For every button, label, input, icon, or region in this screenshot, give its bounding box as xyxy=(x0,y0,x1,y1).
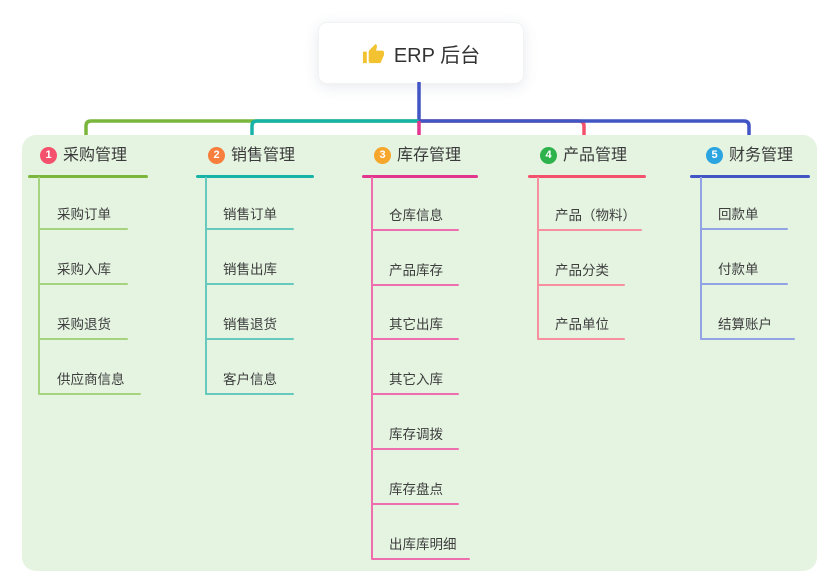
branch-underline xyxy=(28,175,148,178)
node-underline xyxy=(205,228,294,230)
branch-spine xyxy=(38,177,40,395)
mindmap-node[interactable]: 仓库信息 xyxy=(389,208,443,223)
branch-node-caigou[interactable]: 采购管理 xyxy=(63,147,128,164)
mindmap-node[interactable]: 回款单 xyxy=(718,207,759,222)
mindmap-node[interactable]: 库存调拨 xyxy=(389,427,443,442)
node-underline xyxy=(371,503,459,505)
mindmap-node[interactable]: 付款单 xyxy=(718,262,759,277)
node-underline xyxy=(38,228,128,230)
branch-badge: 1 xyxy=(40,147,57,164)
mindmap-node[interactable]: 客户信息 xyxy=(223,372,277,387)
node-underline xyxy=(371,558,470,560)
node-underline xyxy=(205,283,294,285)
branch-spine xyxy=(700,177,702,340)
node-underline xyxy=(700,283,788,285)
node-underline xyxy=(371,393,459,395)
mindmap-node[interactable]: 产品（物料） xyxy=(555,208,636,223)
branch-badge: 5 xyxy=(706,147,723,164)
mindmap-node[interactable]: 其它出库 xyxy=(389,317,443,332)
mindmap-node[interactable]: 其它入库 xyxy=(389,372,443,387)
mindmap-canvas xyxy=(22,135,817,571)
node-underline xyxy=(205,338,294,340)
branch-badge: 2 xyxy=(208,147,225,164)
node-underline xyxy=(537,284,625,286)
node-underline xyxy=(205,393,294,395)
mindmap-node[interactable]: 库存盘点 xyxy=(389,482,443,497)
node-underline xyxy=(38,283,128,285)
branch-node-caiwu[interactable]: 财务管理 xyxy=(729,147,794,164)
node-underline xyxy=(371,229,459,231)
node-underline xyxy=(537,229,642,231)
node-underline xyxy=(371,338,459,340)
mindmap-node[interactable]: 结算账户 xyxy=(718,317,772,332)
thumbs-up-icon xyxy=(362,43,384,63)
node-underline xyxy=(700,338,795,340)
branch-underline xyxy=(690,175,810,178)
branch-spine xyxy=(537,177,539,340)
branch-badge: 3 xyxy=(374,147,391,164)
mindmap-node[interactable]: 采购订单 xyxy=(57,207,111,222)
root-node-title: ERP 后台 xyxy=(393,44,481,67)
mindmap-node[interactable]: 销售订单 xyxy=(223,207,277,222)
node-underline xyxy=(38,338,128,340)
branch-underline xyxy=(528,175,646,178)
node-underline xyxy=(700,228,788,230)
mindmap-node[interactable]: 采购退货 xyxy=(57,317,111,332)
mindmap-node[interactable]: 销售出库 xyxy=(223,262,277,277)
node-underline xyxy=(371,284,459,286)
branch-spine xyxy=(371,177,373,560)
branch-badge: 4 xyxy=(540,147,557,164)
branch-underline xyxy=(362,175,478,178)
mindmap-node[interactable]: 出库库明细 xyxy=(389,537,457,552)
branch-node-kucun[interactable]: 库存管理 xyxy=(397,147,462,164)
mindmap-node[interactable]: 销售退货 xyxy=(223,317,277,332)
mindmap-node[interactable]: 产品单位 xyxy=(555,317,609,332)
mindmap-node[interactable]: 供应商信息 xyxy=(57,372,125,387)
node-underline xyxy=(537,338,625,340)
node-underline xyxy=(371,448,459,450)
root-node[interactable]: ERP 后台 xyxy=(318,22,524,84)
branch-underline xyxy=(196,175,314,178)
mindmap-node[interactable]: 产品分类 xyxy=(555,263,609,278)
node-underline xyxy=(38,393,141,395)
mindmap-node[interactable]: 采购入库 xyxy=(57,262,111,277)
branch-node-chanpin[interactable]: 产品管理 xyxy=(563,147,628,164)
mindmap-node[interactable]: 产品库存 xyxy=(389,263,443,278)
branch-node-xiaoshou[interactable]: 销售管理 xyxy=(231,147,296,164)
branch-spine xyxy=(205,177,207,395)
